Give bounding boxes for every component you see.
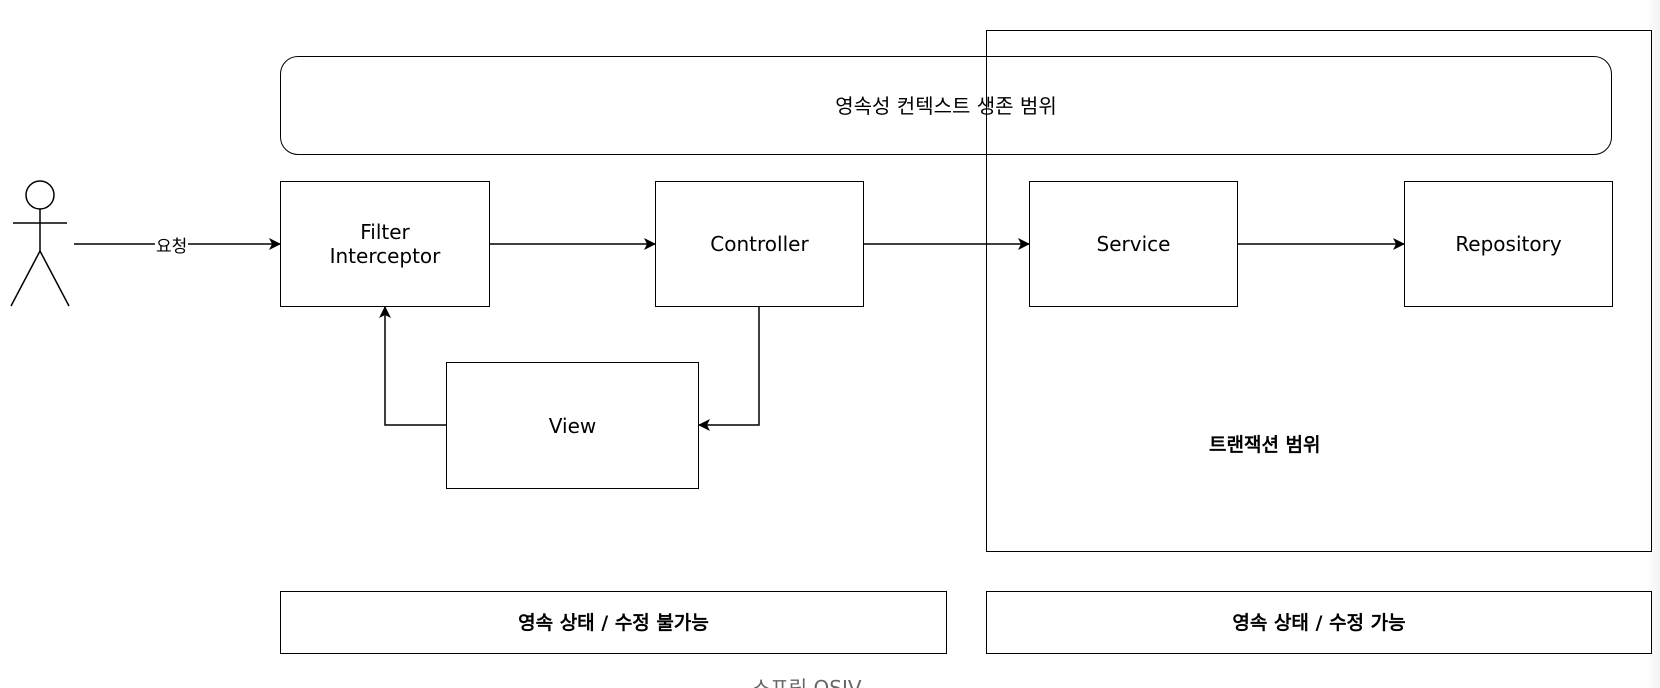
- controller-to-view-arrow: [698, 306, 760, 431]
- view-label: View: [548, 413, 597, 438]
- figure-caption: 스프링 OSIV: [752, 676, 862, 688]
- user-actor-icon: [10, 180, 70, 307]
- filter-interceptor-box: Filter Interceptor: [280, 181, 490, 307]
- scrollbar-shade: [1646, 0, 1660, 688]
- transaction-scope-box: 트랜잭션 범위: [986, 30, 1652, 552]
- view-box: View: [446, 362, 699, 489]
- transaction-scope-label: 트랜잭션 범위: [1209, 434, 1321, 456]
- request-label: 요청: [155, 232, 189, 257]
- repository-box: Repository: [1404, 181, 1613, 307]
- state-bar-left-label: 영속 상태 / 수정 불가능: [518, 611, 709, 634]
- persistence-context-scope-box: 영속성 컨텍스트 생존 범위: [280, 56, 1612, 155]
- service-box: Service: [1029, 181, 1238, 307]
- controller-box: Controller: [655, 181, 864, 307]
- interceptor-label: Interceptor: [329, 244, 441, 268]
- repository-label: Repository: [1455, 232, 1562, 256]
- service-label: Service: [1096, 232, 1171, 256]
- persistence-context-scope-label: 영속성 컨텍스트 생존 범위: [835, 93, 1057, 118]
- controller-label: Controller: [710, 232, 809, 256]
- state-bar-left: 영속 상태 / 수정 불가능: [280, 591, 947, 654]
- filter-label: Filter: [360, 220, 410, 244]
- state-bar-right-label: 영속 상태 / 수정 가능: [1232, 611, 1406, 634]
- view-to-filter-arrow: [379, 306, 446, 426]
- state-bar-right: 영속 상태 / 수정 가능: [986, 591, 1652, 654]
